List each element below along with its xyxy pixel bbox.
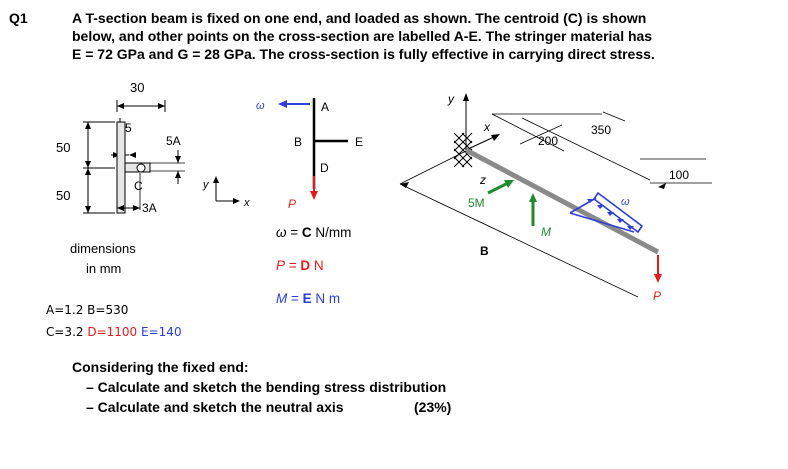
- question-line-2: below, and other points on the cross-sec…: [72, 28, 653, 44]
- dim-3A-label: 3A: [142, 201, 157, 215]
- legend-P: P = D N: [276, 258, 324, 273]
- legend-omega: ω = C N/mm: [276, 225, 352, 240]
- point-D-label: D: [320, 161, 329, 175]
- centroid-label: C: [134, 179, 143, 193]
- units-line-1: dimensions: [70, 241, 136, 256]
- beam-axis-y: y: [447, 92, 455, 106]
- beam-3d-diagram: y x z 200 350 100 5M M ω B P: [399, 92, 712, 303]
- axis-x-label: x: [243, 197, 250, 209]
- dim-200: 200: [538, 134, 558, 148]
- value-e: E=140: [141, 325, 182, 339]
- dim-350: 350: [591, 123, 611, 137]
- beam-load-P: P: [653, 289, 661, 303]
- values-line-1: A=1.2 B=530: [46, 303, 129, 317]
- question-line-3: E = 72 GPa and G = 28 GPa. The cross-sec…: [72, 46, 655, 62]
- dim-5-label: 5: [125, 121, 132, 135]
- units-line-2: in mm: [86, 261, 122, 276]
- task-item-1: – Calculate and sketch the bending stres…: [86, 379, 447, 395]
- load-P-label: P: [288, 197, 296, 211]
- value-d: D=1100: [87, 325, 138, 339]
- dim-50-upper: 50: [56, 140, 70, 155]
- point-A-label: A: [321, 100, 329, 114]
- axis-y-label: y: [202, 179, 210, 191]
- cross-section-diagram: 30 5 5A 50 50 C 3A y x: [56, 80, 250, 215]
- point-B-label: B: [294, 135, 302, 149]
- value-c: C=3.2: [46, 325, 84, 339]
- omega-label: ω: [256, 100, 265, 112]
- legend-M: M = E N m: [276, 291, 341, 306]
- task-weight: (23%): [414, 399, 452, 415]
- beam-axis-x: x: [483, 120, 491, 134]
- beam-omega: ω: [621, 196, 630, 208]
- beam-point-B: B: [480, 244, 489, 258]
- dim-5A-label: 5A: [166, 134, 181, 148]
- question-number: Q1: [9, 10, 28, 26]
- task-intro: Considering the fixed end:: [72, 359, 249, 375]
- dim-30-label: 30: [130, 80, 144, 95]
- beam-axis-z: z: [479, 173, 486, 187]
- load-point-diagram: ω A B E D P: [256, 98, 363, 211]
- moment-5M: 5M: [468, 196, 485, 210]
- point-E-label: E: [355, 135, 363, 149]
- dim-50-lower: 50: [56, 188, 70, 203]
- values-line-2: C=3.2 D=1100 E=140: [46, 325, 182, 339]
- dim-100: 100: [669, 168, 689, 182]
- question-line-1: A T-section beam is fixed on one end, an…: [72, 10, 647, 26]
- task-item-2: – Calculate and sketch the neutral axis: [86, 399, 344, 415]
- moment-M: M: [541, 225, 551, 239]
- centroid-marker: [136, 163, 146, 173]
